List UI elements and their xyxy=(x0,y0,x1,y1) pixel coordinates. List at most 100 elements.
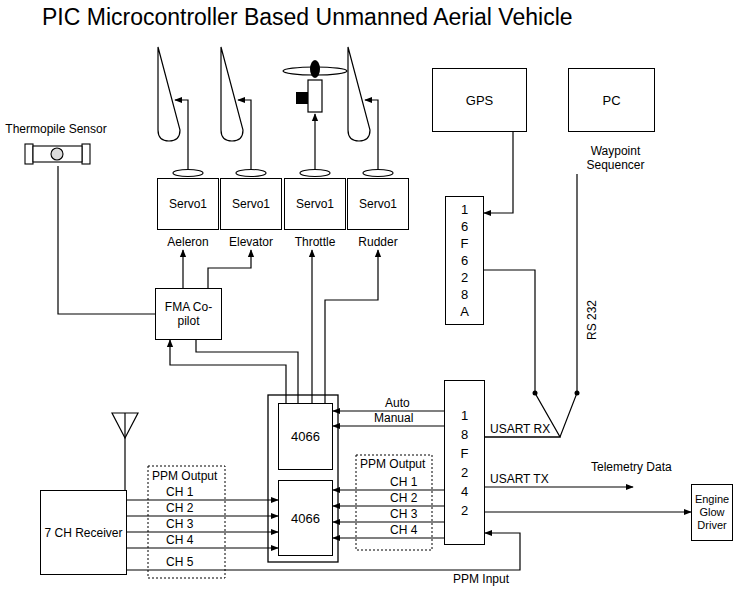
signal-label: USART RX xyxy=(489,423,551,436)
servo-linkage xyxy=(314,114,315,170)
sensor-cap xyxy=(82,144,90,164)
signal-label: Telemetry Data xyxy=(590,461,673,474)
aileron-surface xyxy=(158,47,180,141)
signal-label: CH 2 xyxy=(389,492,418,505)
chip-box: 1 6 F 6 2 8 A xyxy=(445,196,484,325)
engine-cylinder xyxy=(296,92,308,104)
box-text: PC xyxy=(602,93,620,108)
connector xyxy=(196,340,298,403)
connector xyxy=(311,250,312,403)
servo-linkage xyxy=(365,100,378,170)
signal-label: PPM Input xyxy=(452,573,510,586)
servo-horn xyxy=(363,170,393,177)
signal-label: USART TX xyxy=(489,473,550,486)
engine-body xyxy=(308,80,322,112)
sensor-window xyxy=(51,148,63,160)
gps-box: GPS xyxy=(432,68,527,132)
signal-label: RS 232 xyxy=(586,299,599,341)
signal-label: CH 4 xyxy=(165,534,194,547)
box-caption: Throttle xyxy=(295,235,336,249)
signal-label: CH 5 xyxy=(165,556,194,569)
connector xyxy=(170,340,286,403)
connector xyxy=(333,505,444,506)
sensor-body xyxy=(33,146,82,162)
receiver-box: 7 CH Receiver xyxy=(40,490,127,575)
ppm-group xyxy=(356,455,432,550)
box-outline: Servo1 xyxy=(220,178,282,230)
box-outline: Servo1 xyxy=(157,178,219,230)
box-outline: Servo1 xyxy=(347,178,409,230)
box-text: 4066 xyxy=(291,429,320,444)
signal-label: CH 4 xyxy=(389,524,418,537)
servo-linkage xyxy=(238,100,251,170)
signal-label: CH 3 xyxy=(165,518,194,531)
antenna-mast xyxy=(124,413,125,490)
servo-linkage xyxy=(175,100,188,170)
box-text: FMA Co-pilot xyxy=(159,300,218,328)
box-caption: Elevator xyxy=(229,235,273,249)
box-text: Engine Glow Driver xyxy=(695,493,729,532)
box-text: Servo1 xyxy=(296,197,334,211)
connector xyxy=(58,166,155,314)
switch-housing xyxy=(268,395,338,562)
box-text: 1 8 F 2 4 2 xyxy=(458,406,471,520)
connector xyxy=(182,250,183,288)
spinner xyxy=(310,60,320,78)
connector xyxy=(208,250,251,288)
ppm-group xyxy=(148,466,225,578)
connector xyxy=(485,511,691,512)
elevator-surface xyxy=(221,47,243,141)
box-caption: Aeleron xyxy=(167,235,208,249)
copilot-box: FMA Co-pilot xyxy=(155,288,222,340)
box-text: 1 6 F 6 2 8 A xyxy=(458,201,471,320)
diagram-title: PIC Microcontroller Based Unmanned Aeria… xyxy=(42,3,573,31)
connector xyxy=(484,132,513,213)
box-text: Servo1 xyxy=(169,197,207,211)
connector xyxy=(333,521,444,522)
pc-box: PC Waypoint Sequencer xyxy=(568,68,655,174)
box-text: 4066 xyxy=(291,511,320,526)
signal-label: Manual xyxy=(373,412,414,425)
signal-label: Auto xyxy=(384,397,411,410)
signal-label: CH 3 xyxy=(389,508,418,521)
mcu-chip: 1 8 F 2 4 2 xyxy=(444,380,485,545)
sensor-cap xyxy=(25,144,33,164)
signal-label: CH 2 xyxy=(165,502,194,515)
servo-horn xyxy=(300,170,330,177)
rudder-surface xyxy=(348,47,370,141)
box-text: GPS xyxy=(466,93,493,108)
connector xyxy=(127,531,278,532)
box-caption: Waypoint Sequencer xyxy=(581,144,651,172)
box-caption: Rudder xyxy=(358,235,397,249)
connector xyxy=(127,499,278,500)
signal-label: CH 1 xyxy=(165,486,194,499)
signal-label: PPM Output xyxy=(151,470,218,483)
telemetry-line xyxy=(485,486,633,487)
box-text: Servo1 xyxy=(232,197,270,211)
sensor-label: Thermopile Sensor xyxy=(0,122,112,166)
signal-label: PPM Output xyxy=(359,458,426,471)
connector xyxy=(127,547,278,548)
servo-horn xyxy=(173,170,203,177)
box-text: 7 CH Receiver xyxy=(44,526,122,540)
box-outline: PC xyxy=(568,68,655,132)
connector xyxy=(485,174,577,437)
connector xyxy=(333,425,444,426)
box-text: Thermopile Sensor xyxy=(5,122,106,136)
switch-chip: 4066 xyxy=(278,403,333,470)
connector xyxy=(333,537,444,538)
connector xyxy=(325,250,378,403)
servo-box: Servo1Rudder xyxy=(347,178,409,250)
servo-box: Servo1Throttle xyxy=(284,178,346,250)
signal-label: CH 1 xyxy=(389,476,418,489)
servo-horn xyxy=(236,170,266,177)
box-text: Servo1 xyxy=(359,197,397,211)
connector xyxy=(484,270,560,437)
box-outline: Servo1 xyxy=(284,178,346,230)
connector xyxy=(333,489,444,490)
connector xyxy=(127,515,278,516)
servo-box: Servo1Elevator xyxy=(220,178,282,250)
driver-box: Engine Glow Driver xyxy=(691,484,733,541)
switch-chip: 4066 xyxy=(278,480,333,556)
servo-box: Servo1Aeleron xyxy=(157,178,219,250)
